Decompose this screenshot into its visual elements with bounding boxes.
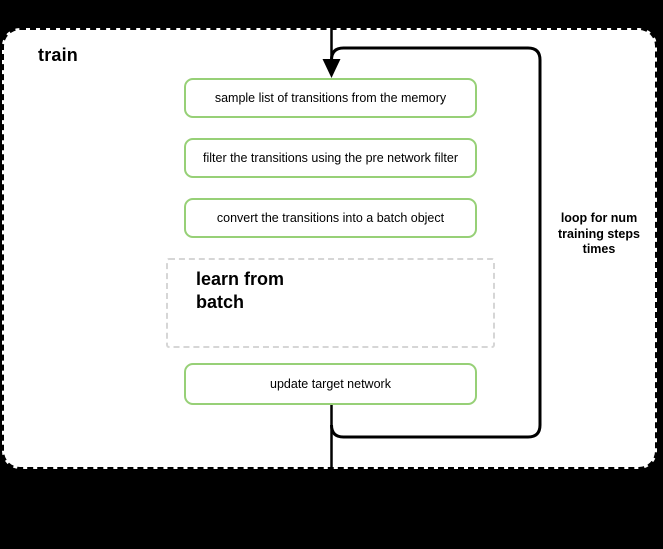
step-convert-to-batch: convert the transitions into a batch obj… — [184, 198, 477, 238]
step-sample-transitions: sample list of transitions from the memo… — [184, 78, 477, 118]
step-filter-transitions: filter the transitions using the pre net… — [184, 138, 477, 178]
learn-from-batch-box: learn from batch — [166, 258, 495, 348]
loop-annotation: loop for num training steps times — [558, 211, 640, 257]
train-container-label: train — [38, 45, 79, 65]
step-update-target-network: update target network — [184, 363, 477, 405]
